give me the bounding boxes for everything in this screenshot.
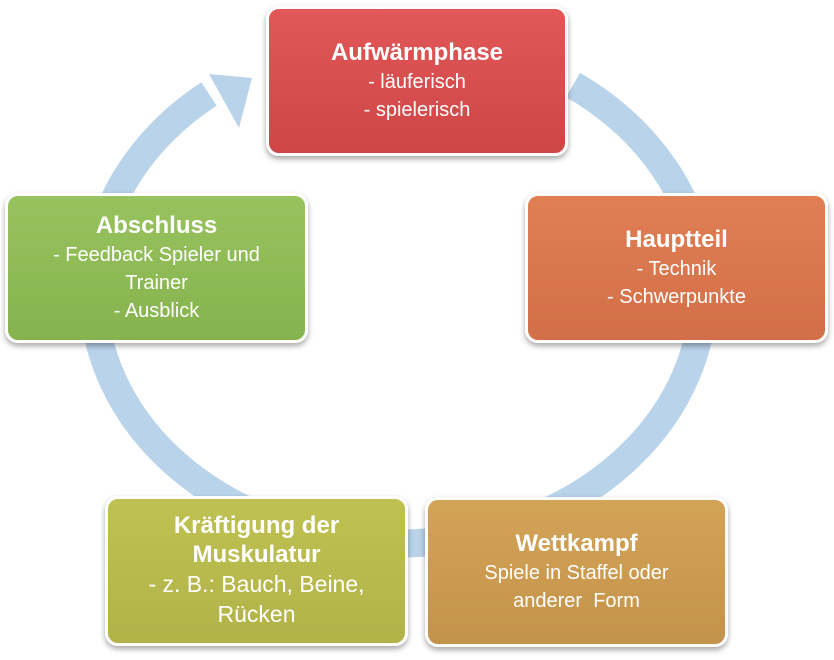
node-title: Hauptteil [625, 226, 728, 253]
node-line: - Feedback Spieler und [53, 244, 260, 266]
node-line: - Ausblick [113, 300, 200, 322]
node-kraeftigung: Kräftigung der Muskulatur - z. B.: Bauch… [105, 496, 408, 646]
node-title: Abschluss [95, 212, 218, 239]
node-line: anderer Form [513, 590, 640, 612]
node-line: Trainer [125, 272, 188, 294]
node-wettkampf: Wettkampf Spiele in Staffel oder anderer… [425, 497, 728, 647]
node-abschluss: Abschluss - Feedback Spieler und Trainer… [5, 193, 308, 343]
node-title: Kräftigung der Muskulatur [173, 512, 340, 569]
node-line: Spiele in Staffel oder [484, 562, 669, 584]
node-line: - spielerisch [363, 99, 471, 121]
node-hauptteil: Hauptteil - Technik - Schwerpunkte [525, 193, 828, 343]
node-line: - Schwerpunkte [607, 286, 746, 308]
node-line: - Technik [636, 258, 717, 280]
node-line: - läuferisch [368, 71, 466, 93]
cycle-arrow-head [209, 74, 252, 128]
node-line: - z. B.: Bauch, Beine, [148, 570, 365, 597]
node-title: Aufwärmphase [330, 39, 504, 66]
node-aufwaermphase: Aufwärmphase - läuferisch - spielerisch [266, 6, 568, 156]
node-line: Rücken [217, 600, 296, 627]
node-title: Wettkampf [515, 530, 638, 557]
